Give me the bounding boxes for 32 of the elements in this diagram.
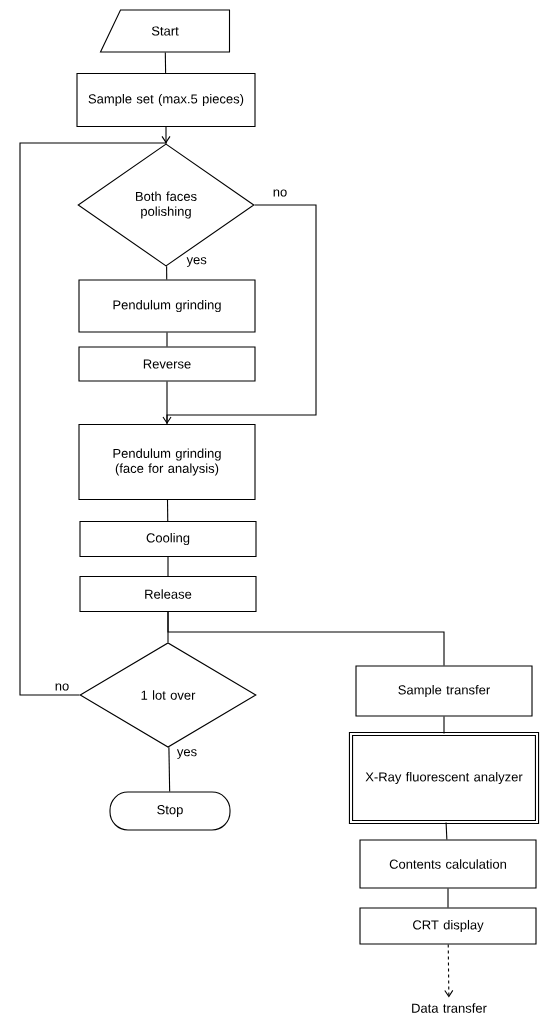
connector-line xyxy=(166,499,169,522)
edge-label: yes xyxy=(185,256,208,268)
connector-line xyxy=(444,944,454,998)
process-box: Pendulum grinding (face for analysis) xyxy=(78,423,256,501)
connector-line xyxy=(166,265,168,280)
connector-line xyxy=(445,822,448,840)
connector-line xyxy=(162,204,317,424)
process-box: Cooling xyxy=(79,520,257,558)
process-box: Reverse xyxy=(78,346,256,382)
connector-line xyxy=(19,135,171,696)
connector-line xyxy=(167,611,445,666)
process-box: CRT display xyxy=(359,907,537,945)
connector-line xyxy=(166,332,168,347)
connector-line xyxy=(168,746,171,792)
edge-label: no xyxy=(53,682,71,692)
process-box: X-Ray fluorescent analyzer xyxy=(348,731,540,825)
process-box: Release xyxy=(79,575,257,613)
process-box: Sample transfer xyxy=(355,665,533,717)
connector-line xyxy=(447,888,449,908)
connector-line xyxy=(166,381,168,425)
process-box: Contents calculation xyxy=(359,839,537,889)
process-box: Pendulum grinding xyxy=(78,279,256,333)
process-box: Sample set (max.5 pieces) xyxy=(76,72,256,128)
stop-terminal: Stop xyxy=(109,791,231,831)
connector-line xyxy=(167,556,169,577)
connector-line xyxy=(443,716,445,734)
edge-label: yes xyxy=(175,748,199,760)
start-terminal: Start xyxy=(99,9,231,53)
connector-line xyxy=(164,52,167,74)
edge-label: no xyxy=(271,188,289,198)
connector-line xyxy=(165,126,167,144)
end-label: Data transfer xyxy=(412,1003,487,1013)
